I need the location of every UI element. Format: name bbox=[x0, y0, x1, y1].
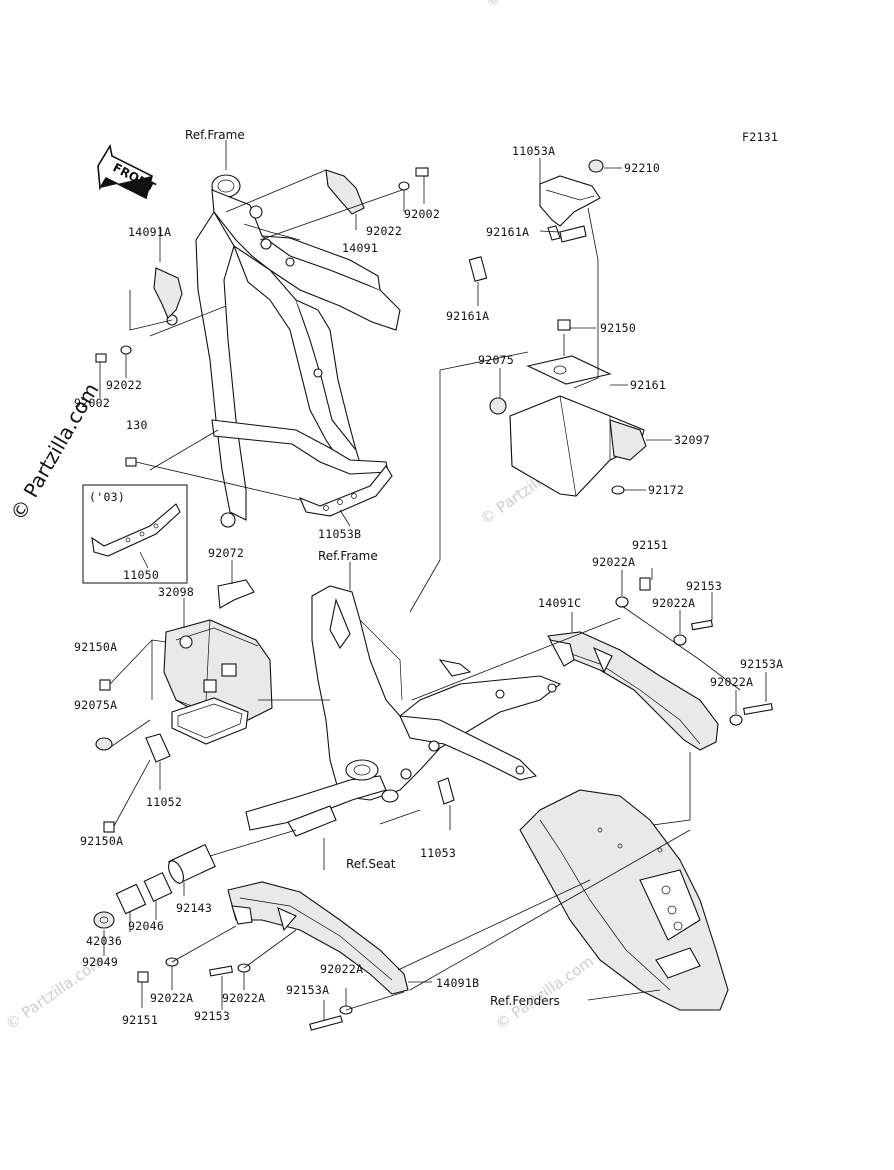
label-92161A: 92161A bbox=[486, 225, 529, 239]
label-11050: 11050 bbox=[123, 568, 159, 582]
label-ref-frame-top: Ref.Frame bbox=[185, 128, 245, 142]
label-92022A: 92022A bbox=[320, 962, 363, 976]
label-92022A: 92022A bbox=[652, 596, 695, 610]
leader-lines-battery bbox=[409, 158, 672, 613]
faint-watermark: © Partzilla.com bbox=[482, 0, 587, 11]
label-92153A: 92153A bbox=[740, 657, 783, 671]
label-92153A: 92153A bbox=[286, 983, 329, 997]
label-92143: 92143 bbox=[176, 901, 212, 915]
label-92210: 92210 bbox=[624, 161, 660, 175]
label-42036: 42036 bbox=[86, 934, 122, 948]
rear-fender bbox=[519, 789, 729, 1011]
cover-14091 bbox=[325, 169, 365, 215]
label-92022: 92022 bbox=[106, 378, 142, 392]
label-ref-seat: Ref.Seat bbox=[346, 857, 396, 871]
label-92161A: 92161A bbox=[446, 309, 489, 323]
label-11053A: 11053A bbox=[512, 144, 555, 158]
leader-lines-bottom bbox=[103, 829, 691, 1020]
label-92150A: 92150A bbox=[80, 834, 123, 848]
label-92049: 92049 bbox=[82, 955, 118, 969]
label-92022: 92022 bbox=[366, 224, 402, 238]
label-92151: 92151 bbox=[632, 538, 668, 552]
label-92022A: 92022A bbox=[222, 991, 265, 1005]
label-92022A: 92022A bbox=[150, 991, 193, 1005]
label-92022A: 92022A bbox=[592, 555, 635, 569]
label-14091: 14091 bbox=[342, 241, 378, 255]
label-92161: 92161 bbox=[630, 378, 666, 392]
label-92072: 92072 bbox=[208, 546, 244, 560]
label-92172: 92172 bbox=[648, 483, 684, 497]
label-32098: 32098 bbox=[158, 585, 194, 599]
label-14091C: 14091C bbox=[538, 596, 581, 610]
label-92002: 92002 bbox=[74, 396, 110, 410]
label-92075: 92075 bbox=[478, 353, 514, 367]
label-32097: 32097 bbox=[674, 433, 710, 447]
label-11053B: 11053B bbox=[318, 527, 361, 541]
label-11052: 11052 bbox=[146, 795, 182, 809]
frame-upper-drawing bbox=[166, 174, 401, 528]
label-92153: 92153 bbox=[194, 1009, 230, 1023]
figure-code: F2131 bbox=[742, 130, 778, 144]
label-92151: 92151 bbox=[122, 1013, 158, 1027]
label-03: ('03) bbox=[89, 490, 125, 504]
label-ref-fenders: Ref.Fenders bbox=[490, 994, 560, 1008]
label-92150: 92150 bbox=[600, 321, 636, 335]
label-ref-frame-mid: Ref.Frame bbox=[318, 549, 378, 563]
faint-watermark: © Partzilla.com bbox=[492, 952, 597, 1033]
fender-rail-14091B bbox=[227, 881, 409, 995]
label-92150A: 92150A bbox=[74, 640, 117, 654]
battery-case-32097 bbox=[489, 319, 647, 497]
inset-03: ('03) 11050 bbox=[82, 484, 188, 584]
label-92153: 92153 bbox=[686, 579, 722, 593]
battery-bracket-11053A bbox=[468, 159, 604, 282]
leader-lines-mid bbox=[109, 560, 451, 870]
side-cover-14091A bbox=[153, 267, 183, 319]
label-92075A: 92075A bbox=[74, 698, 117, 712]
label-92002: 92002 bbox=[404, 207, 440, 221]
label-11053: 11053 bbox=[420, 846, 456, 860]
frame-lower-drawing bbox=[245, 585, 562, 837]
front-arrow-icon: FRONT bbox=[97, 143, 158, 200]
callout-labels: Ref.Frame 11053A 92210 92161A 92161A 920… bbox=[74, 128, 783, 1027]
faint-watermark: © Partzilla.com bbox=[662, 0, 767, 1]
label-92022A: 92022A bbox=[710, 675, 753, 689]
fender-rail-14091C bbox=[547, 577, 773, 751]
label-14091B: 14091B bbox=[436, 976, 479, 990]
label-92046: 92046 bbox=[128, 919, 164, 933]
leader-lines-upper bbox=[99, 140, 425, 527]
label-130: 130 bbox=[126, 418, 148, 432]
label-14091A: 14091A bbox=[128, 225, 171, 239]
